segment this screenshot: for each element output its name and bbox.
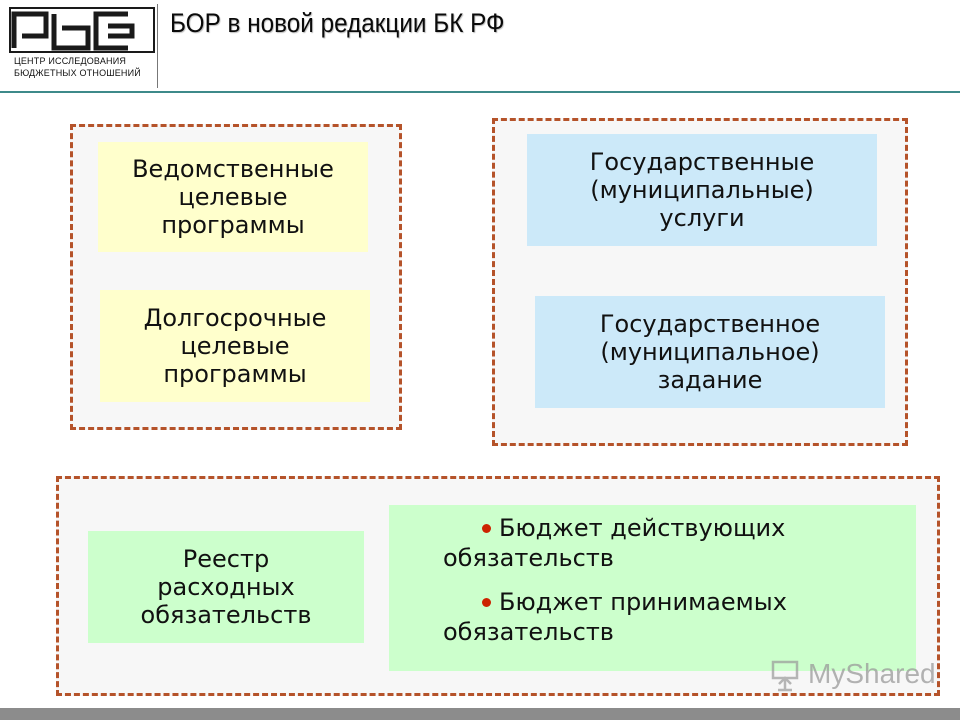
- logo-mark-icon: [9, 7, 155, 53]
- header-divider: [157, 4, 158, 88]
- bullet-text-line1: Бюджет действующих: [499, 514, 786, 542]
- bullet-icon: [482, 598, 491, 607]
- logo-text-line1: ЦЕНТР ИССЛЕДОВАНИЯ: [14, 56, 127, 66]
- bottom-bar: [0, 708, 960, 720]
- list-item: Бюджет принимаемых обязательств: [389, 587, 916, 647]
- presentation-board-icon: [771, 660, 799, 692]
- box-budget-list: Бюджет действующих обязательств Бюджет п…: [389, 505, 916, 671]
- bullet-text-line2: обязательств: [443, 544, 614, 572]
- box-public-assignment: Государственное (муниципальное) задание: [535, 296, 885, 408]
- bullet-text-line1: Бюджет принимаемых: [499, 588, 787, 616]
- header-rule: [0, 91, 960, 93]
- watermark: MyShared: [770, 656, 936, 696]
- bullet-icon: [482, 524, 491, 533]
- box-expenditure-registry: Реестр расходных обязательств: [88, 531, 364, 643]
- bullet-text-line2: обязательств: [443, 618, 614, 646]
- list-item: Бюджет действующих обязательств: [389, 513, 916, 573]
- box-public-services: Государственные (муниципальные) услуги: [527, 134, 877, 246]
- page-title: БОР в новой редакции БК РФ: [170, 8, 505, 38]
- box-departmental-programs: Ведомственные целевые программы: [98, 142, 368, 252]
- logo-text-line2: БЮДЖЕТНЫХ ОТНОШЕНИЙ: [14, 68, 141, 78]
- logo: ЦЕНТР ИССЛЕДОВАНИЯ БЮДЖЕТНЫХ ОТНОШЕНИЙ: [4, 4, 156, 88]
- watermark-text: MyShared: [808, 658, 936, 689]
- box-longterm-programs: Долгосрочные целевые программы: [100, 290, 370, 402]
